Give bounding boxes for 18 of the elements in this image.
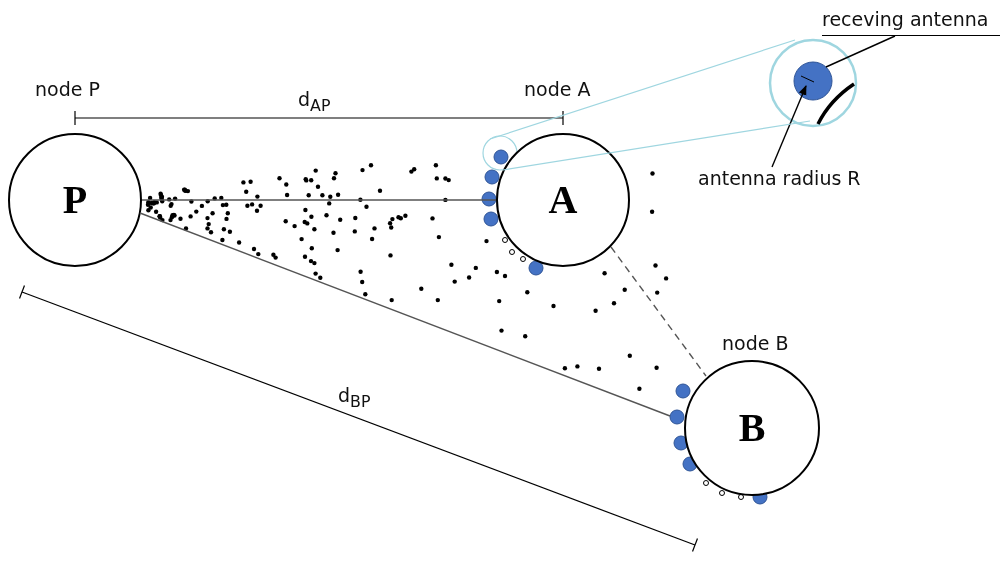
connector-line <box>141 199 497 201</box>
magnified-antenna-drawing <box>768 38 858 128</box>
node-label: node A <box>524 78 591 101</box>
node-label: node B <box>722 332 789 355</box>
callout-label: antenna radius R <box>698 167 888 193</box>
magnifier-guide-line <box>489 39 796 140</box>
dimension-label: d$_{BP}$ <box>338 384 371 411</box>
node-letter: P <box>62 180 88 220</box>
callout-label: receving antenna <box>822 8 1000 36</box>
connector-line <box>139 212 671 417</box>
leader-line <box>825 35 896 68</box>
magnifier-guide-line <box>502 120 811 171</box>
dimension-label: d$_{AP}$ <box>298 88 331 115</box>
node-letter: A <box>548 180 578 220</box>
node-label: node P <box>35 78 100 101</box>
node-letter: B <box>738 408 766 448</box>
connector-line <box>610 246 707 377</box>
leader-line <box>771 85 807 168</box>
